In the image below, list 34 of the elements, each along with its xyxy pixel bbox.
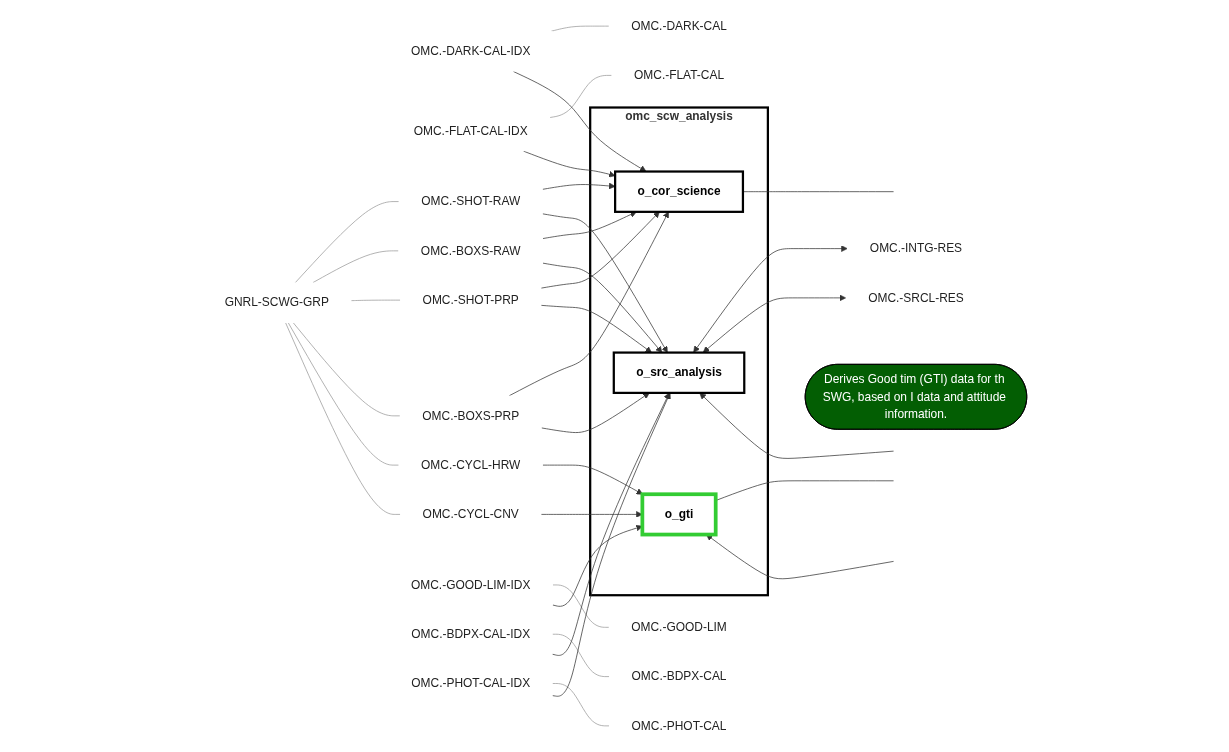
connector	[552, 683, 610, 727]
node-text: OMC.-FLAT-CAL-IDX	[413, 124, 528, 137]
connector	[551, 25, 610, 32]
node-text: OMC.-SRCL-RES	[868, 291, 964, 304]
connector	[285, 322, 401, 515]
node-text: OMC.-GOOD-LIM-IDX	[411, 578, 531, 591]
node-text: OMC.-INTG-RES	[869, 241, 963, 255]
node-box: o_gti	[640, 492, 718, 537]
connector	[552, 633, 610, 677]
node-text: OMC.-DARK-CAL	[631, 19, 727, 33]
connector	[312, 250, 399, 283]
node-text: OMC.-SHOT-PRP	[422, 293, 519, 307]
node-text: OMC.-FLAT-CAL	[634, 68, 725, 82]
node-box: o_cor_science	[614, 170, 745, 213]
connector	[552, 584, 610, 628]
node-text: OMC.-CYCL-CNV	[422, 507, 519, 521]
node-text: OMC.-DARK-CAL-IDX	[410, 44, 531, 58]
node-text: OMC.-PHOT-CAL-IDX	[411, 676, 531, 690]
node-text: OMC.-GOOD-LIM	[631, 620, 727, 634]
node-box: o_src_analysis	[612, 351, 746, 394]
connector	[549, 75, 612, 118]
node-text: OMC.-SHOT-RAW	[421, 194, 521, 208]
connector	[294, 201, 400, 283]
connector	[742, 191, 894, 193]
node-text: OMC.-BOXS-PRP	[422, 409, 520, 422]
node-text: OMC.-BDPX-CAL	[631, 669, 727, 683]
connector	[350, 299, 401, 302]
node-text: OMC.-CYCL-HRW	[421, 458, 521, 472]
connector	[293, 322, 401, 417]
connector	[287, 322, 400, 466]
node-text: OMC.-BOXS-RAW	[420, 244, 521, 257]
node-text: GNRL-SCWG-GRP	[224, 296, 329, 309]
node-text: OMC.-PHOT-CAL	[631, 719, 727, 732]
node-text: OMC.-BDPX-CAL-IDX	[411, 627, 531, 641]
